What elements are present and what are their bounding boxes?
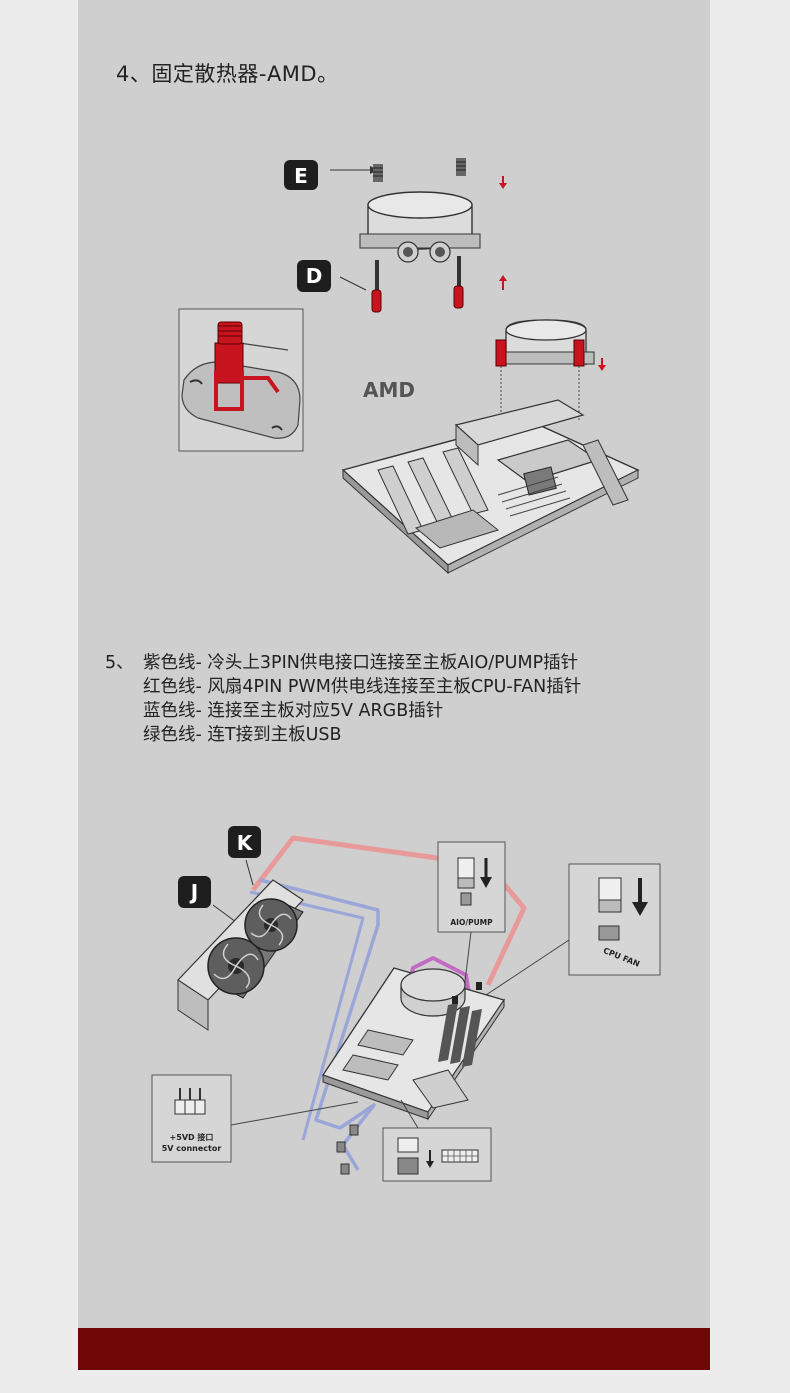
five-v-label-cn: +5VD 接口 <box>170 1132 214 1142</box>
radiator-with-fans <box>177 879 304 1031</box>
instruction-line-purple: 紫色线- 冷头上3PIN供电接口连接至主板AIO/PUMP插针 <box>143 653 579 673</box>
argb-connector-icon <box>336 1124 359 1175</box>
arrow-up-icon <box>499 275 507 290</box>
detail-inset <box>178 308 304 452</box>
usb-header-inset <box>382 1099 492 1182</box>
arrow-down-icon <box>598 358 606 371</box>
step4-illustration: E D <box>178 158 640 575</box>
step5-number: 5、 <box>105 653 134 673</box>
arrow-down-icon <box>499 176 507 189</box>
five-v-connector-inset: +5VD 接口 5V connector <box>151 1074 359 1163</box>
badge-j: J <box>178 876 237 923</box>
motherboard-step5 <box>321 967 506 1121</box>
aio-pump-label: AIO/PUMP <box>450 918 493 927</box>
aio-pump-inset: AIO/PUMP <box>437 841 506 999</box>
badge-d: D <box>297 260 367 292</box>
badge-k: K <box>228 826 261 886</box>
instruction-line-red: 红色线- 风扇4PIN PWM供电线连接至主板CPU-FAN插针 <box>143 677 582 697</box>
badge-e-text: E <box>294 164 308 188</box>
footer-bar <box>78 1328 710 1370</box>
five-v-label-en: 5V connector <box>162 1144 222 1153</box>
step4-title: 4、固定散热器-AMD。 <box>116 62 339 86</box>
standoff-screw-icon <box>453 256 464 309</box>
badge-k-text: K <box>237 831 254 855</box>
standoff-screw-icon <box>371 260 382 313</box>
pump-head <box>359 191 481 263</box>
badge-e: E <box>284 160 378 190</box>
step5-illustration: K J AIO/PUMP <box>151 826 661 1182</box>
cpu-fan-inset: CPU FAN <box>485 863 661 996</box>
badge-j-text: J <box>189 880 198 904</box>
motherboard-amd <box>341 399 640 575</box>
screw-icon <box>373 164 383 182</box>
manual-page: 4、固定散热器-AMD。 E <box>78 0 710 1370</box>
amd-label: AMD <box>363 378 415 402</box>
instruction-line-blue: 蓝色线- 连接至主板对应5V ARGB插针 <box>143 701 444 721</box>
cable-blue <box>259 878 380 1171</box>
badge-d-text: D <box>306 264 323 288</box>
instruction-line-green: 绿色线- 连T接到主板USB <box>143 725 342 745</box>
pump-head-mounted <box>495 319 595 420</box>
screw-icon <box>456 158 466 176</box>
